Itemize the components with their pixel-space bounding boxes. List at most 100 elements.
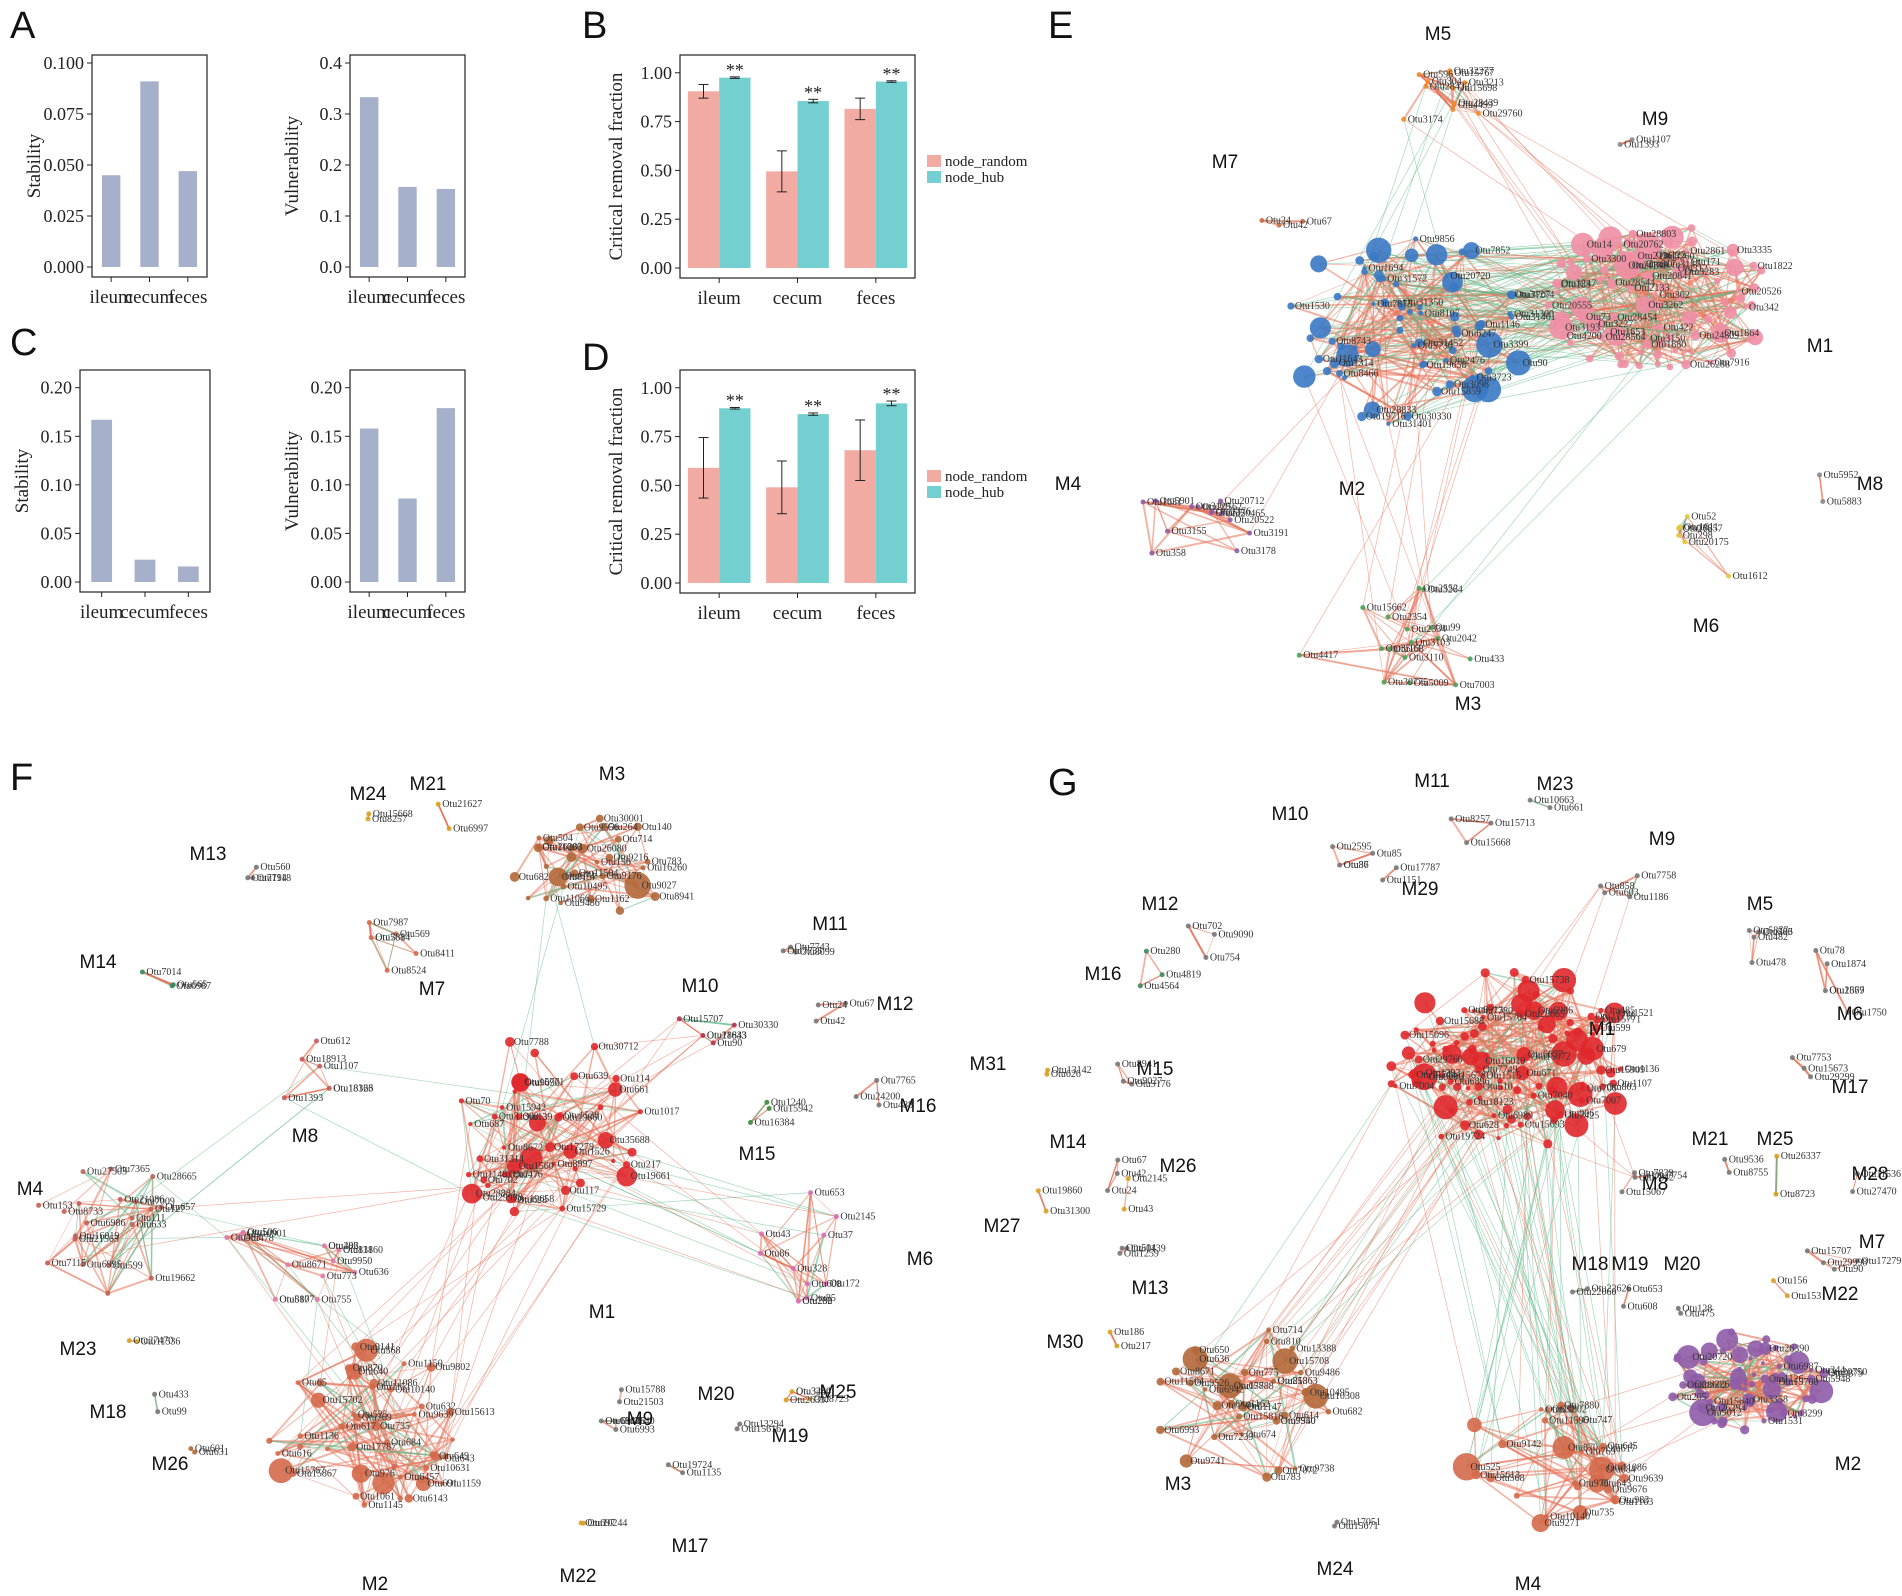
network-edge (1278, 1396, 1317, 1471)
node-label: Otu8723 (814, 1394, 849, 1405)
network-node (1212, 1401, 1222, 1411)
network-node (1756, 929, 1762, 935)
node-label: Otu31314 (484, 1154, 524, 1165)
node-label: Otu504 (1126, 1243, 1156, 1254)
node-label: Otu21086 (124, 1194, 164, 1205)
network-edge (514, 898, 547, 1167)
network-edge (1814, 950, 1849, 1013)
node-label: Otu26337 (1781, 1151, 1821, 1162)
network-node (512, 1089, 518, 1094)
network-edge (1678, 527, 1729, 577)
node-label: Otu7425 (1564, 1110, 1599, 1121)
module-label: M7 (1212, 152, 1238, 173)
node-label: Otu661 (619, 1085, 649, 1096)
node-label: Otu1147 (1247, 1402, 1282, 1413)
network-edge (1326, 370, 1473, 379)
network-node (155, 1409, 161, 1415)
network-node (1545, 1100, 1565, 1120)
node-label: Otu156 (1777, 1276, 1807, 1287)
network-node (1474, 321, 1484, 331)
network-node (1380, 298, 1390, 307)
network-edges (38, 803, 880, 1524)
node-label: Otu8411 (420, 949, 455, 960)
network-node (321, 1243, 327, 1249)
y-tick-label: 0.4 (320, 53, 343, 73)
node-label: Otu15729 (566, 1204, 606, 1215)
network-edge (1461, 251, 1643, 265)
network-node (1105, 1188, 1111, 1193)
node-label: Otu15771 (524, 1077, 564, 1088)
network-node (1548, 1001, 1568, 1021)
node-label: Otu17787 (1400, 863, 1440, 874)
network-node (1416, 72, 1422, 78)
network-edge (1540, 1451, 1583, 1524)
node-label: Otu6995 (87, 1260, 122, 1271)
node-label: Otu870 (1568, 1443, 1598, 1454)
node-label: Otu7875 (1377, 299, 1412, 310)
network-edge (1387, 587, 1420, 618)
network-node (1587, 1012, 1595, 1021)
network-node (1402, 655, 1408, 660)
node-label: Otu10308 (1320, 1391, 1360, 1402)
network-node (438, 1456, 443, 1461)
network-node (1746, 1398, 1755, 1407)
network-edge (142, 971, 174, 986)
network-edge (1475, 1474, 1542, 1524)
node-label: Otu674 (1246, 1429, 1276, 1440)
network-edge (1427, 81, 1762, 271)
network-node (804, 1295, 810, 1301)
node-label: Otu35688 (610, 1135, 650, 1146)
network-node (1429, 1040, 1436, 1047)
y-tick-label: 1.00 (641, 378, 673, 398)
network-node (1425, 79, 1431, 84)
x-tick-label: ileum (348, 602, 391, 623)
module-label: M26 (152, 1454, 189, 1475)
node-label: Otu10244 (587, 1518, 627, 1529)
node-label: Otu9486 (1305, 1368, 1340, 1379)
node-label: Otu11643 (1323, 354, 1363, 365)
network-edge (461, 1100, 837, 1217)
x-tick-label: feces (169, 602, 208, 623)
network-edge (806, 1282, 827, 1299)
network-node (1717, 1418, 1727, 1429)
network-node (1425, 244, 1448, 266)
y-tick-label: 0.2 (320, 155, 343, 175)
module-label: M3 (599, 764, 625, 785)
network-node (780, 948, 786, 954)
node-label: Otu6896 (1455, 1076, 1490, 1087)
network-node (1570, 296, 1592, 318)
network-node (314, 1038, 319, 1044)
network-node (1565, 264, 1583, 281)
chart-a2: 0.00.10.20.30.4Vulnerabilityileumcecumfe… (282, 53, 466, 308)
network-edge (1406, 326, 1480, 630)
node-label: Otu5877 (1753, 926, 1788, 937)
network-node (1476, 331, 1503, 358)
x-tick-label: ileum (698, 288, 741, 309)
network-edge (1347, 355, 1473, 379)
node-label: Otu171 (1691, 257, 1721, 268)
network-node (1666, 363, 1674, 371)
network-node (1597, 333, 1606, 341)
node-label: Otu13142 (1052, 1065, 1092, 1076)
node-label: Otu65 (302, 1378, 327, 1389)
network-node (1617, 142, 1623, 147)
node-label: Otu6942 (1209, 1385, 1244, 1396)
node-label: Otu422 (1664, 322, 1694, 333)
network-node (36, 1202, 42, 1208)
network-node (1360, 605, 1366, 610)
network-node (1831, 1266, 1837, 1272)
node-label: Otu7765 (881, 1075, 916, 1086)
network-edge (501, 827, 581, 1108)
node-label: Otu27503 (87, 1167, 127, 1178)
network-edge (153, 1394, 159, 1412)
node-label: Otu15909 (1605, 1065, 1645, 1076)
node-label: Otu298 (1683, 530, 1713, 541)
network-edge (1464, 82, 1623, 255)
network-node (1702, 272, 1708, 277)
network-edge (1407, 352, 1732, 417)
network-edge (86, 1208, 152, 1224)
node-label: Otu85 (1377, 848, 1402, 859)
network-node (731, 1022, 737, 1028)
node-label: Otu506 (1763, 927, 1793, 938)
network-edge (1320, 238, 1416, 329)
